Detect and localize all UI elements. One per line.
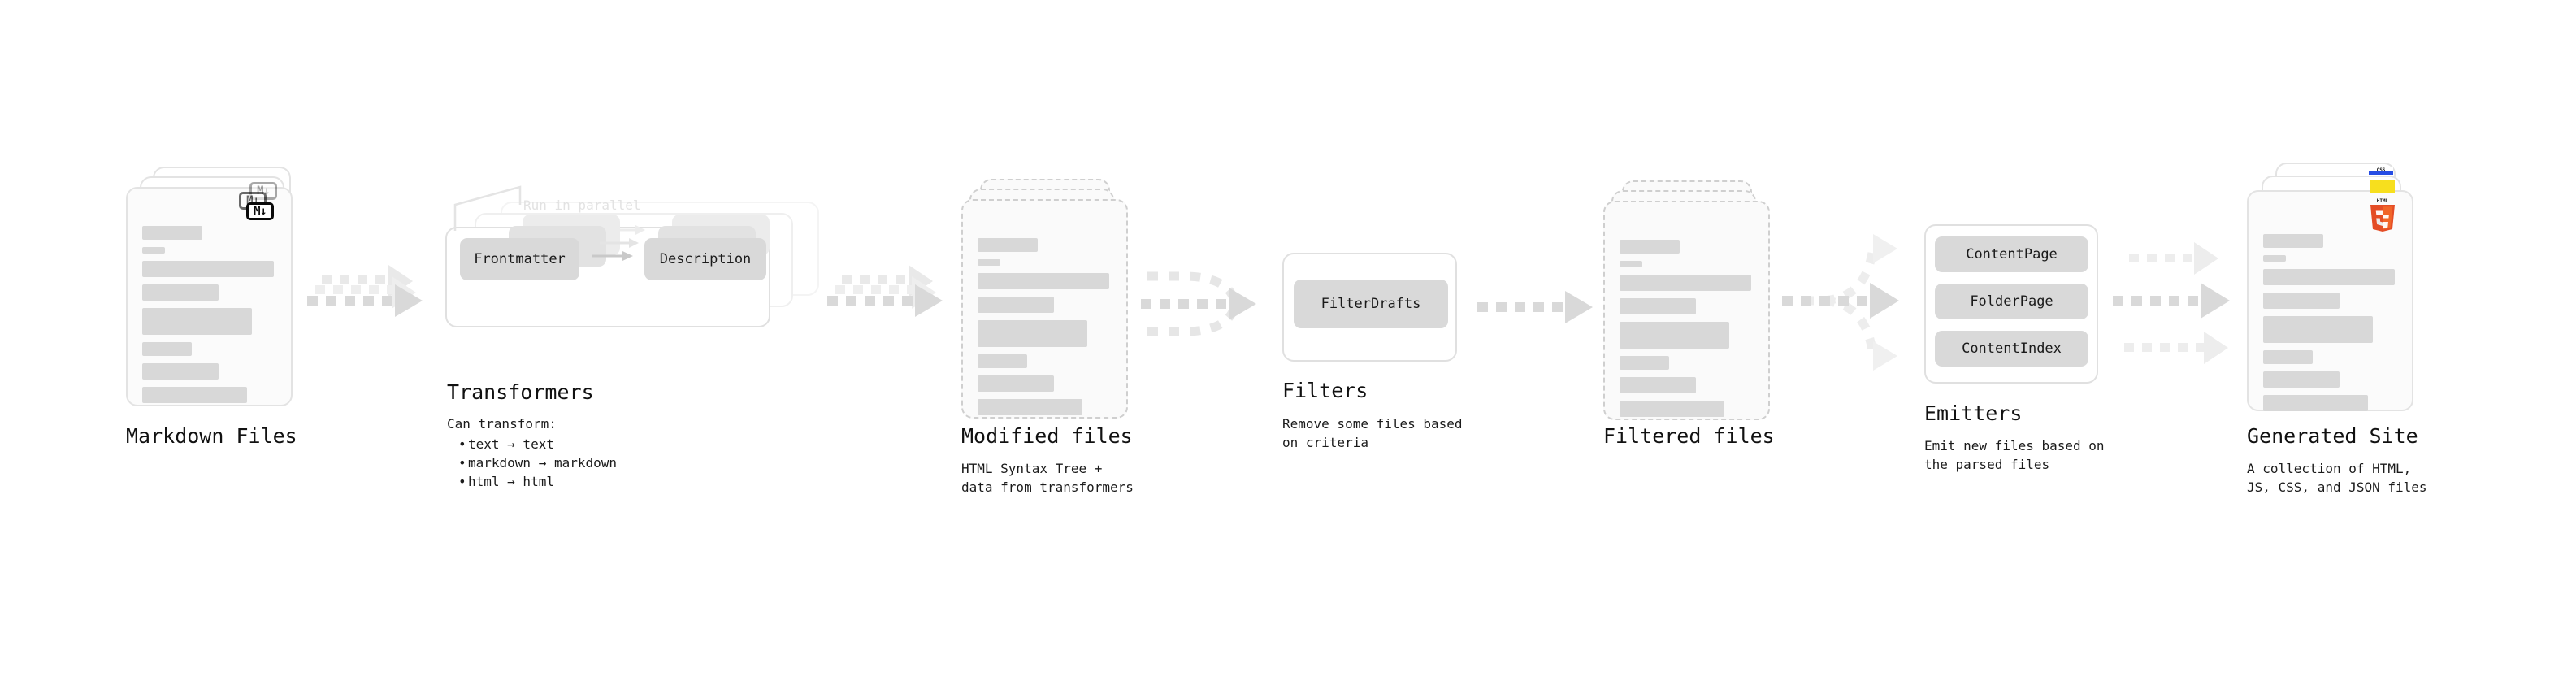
- filter-item-filterdrafts[interactable]: FilterDrafts: [1294, 280, 1448, 328]
- modified-card-front: [961, 199, 1128, 419]
- run-in-parallel-leader: [453, 185, 522, 231]
- transformers-bullets: text → text markdown → markdown html → h…: [457, 435, 617, 492]
- markdown-badge: M↓: [246, 202, 274, 220]
- modified-files-card: [961, 179, 1136, 423]
- transformer-item-description-label: Description: [659, 251, 752, 267]
- generated-site-title: Generated Site: [2247, 424, 2418, 448]
- svg-text:HTML: HTML: [2377, 198, 2389, 204]
- transformer-connector-arrows: [592, 225, 645, 261]
- markdown-card-front: [126, 187, 293, 406]
- emitter-item-contentindex-label: ContentIndex: [1962, 340, 2062, 357]
- generated-site-subtitle: A collection of HTML, JS, CSS, and JSON …: [2247, 461, 2427, 496]
- javascript-badge: [2370, 180, 2395, 193]
- emitter-item-contentpage-label: ContentPage: [1966, 246, 2058, 262]
- filter-item-filterdrafts-label: FilterDrafts: [1321, 296, 1421, 312]
- arrow-markdown-to-transformers: [307, 265, 423, 317]
- run-in-parallel-label: Run in parallel: [523, 197, 641, 213]
- emitters-title: Emitters: [1924, 401, 2023, 425]
- html5-badge: HTML: [2370, 198, 2395, 232]
- markdown-files-card: M↓ M↓ M↓: [126, 167, 297, 419]
- arrow-filters-to-filtered: [1477, 291, 1593, 323]
- emitters-subtitle: Emit new files based on the parsed files: [1924, 438, 2105, 473]
- arrow-emitters-to-site: [2113, 242, 2230, 364]
- emitter-item-folderpage-label: FolderPage: [1970, 293, 2053, 310]
- css3-badge: CSS: [2369, 167, 2393, 175]
- transformers-bullet-2: html → html: [457, 472, 617, 491]
- modified-files-subtitle: HTML Syntax Tree + data from transformer…: [961, 461, 1134, 496]
- filtered-card-front: [1603, 201, 1770, 420]
- arrow-transformers-to-modified: [827, 265, 943, 317]
- transformer-item-frontmatter-label: Frontmatter: [474, 251, 566, 267]
- emitter-item-contentpage[interactable]: ContentPage: [1935, 236, 2088, 272]
- emitter-item-contentindex[interactable]: ContentIndex: [1935, 331, 2088, 367]
- filters-title: Filters: [1282, 379, 1368, 402]
- transformer-item-description[interactable]: Description: [644, 238, 766, 280]
- filtered-files-card: [1603, 180, 1778, 424]
- arrow-modified-to-filters: [1141, 271, 1256, 336]
- generated-site-card: CSS HTML: [2247, 163, 2422, 414]
- transformers-bullet-1: markdown → markdown: [457, 453, 617, 472]
- filtered-files-title: Filtered files: [1603, 424, 1775, 448]
- modified-files-title: Modified files: [961, 424, 1133, 448]
- markdown-files-title: Markdown Files: [126, 424, 297, 448]
- transformer-item-frontmatter[interactable]: Frontmatter: [460, 238, 579, 280]
- transformers-title: Transformers: [447, 380, 594, 404]
- transformers-bullet-0: text → text: [457, 435, 617, 453]
- arrow-filtered-to-emitters: [1782, 234, 1899, 371]
- filters-subtitle: Remove some files based on criteria: [1282, 416, 1463, 451]
- transformers-subtitle: Can transform:: [447, 416, 557, 432]
- emitter-item-folderpage[interactable]: FolderPage: [1935, 284, 2088, 319]
